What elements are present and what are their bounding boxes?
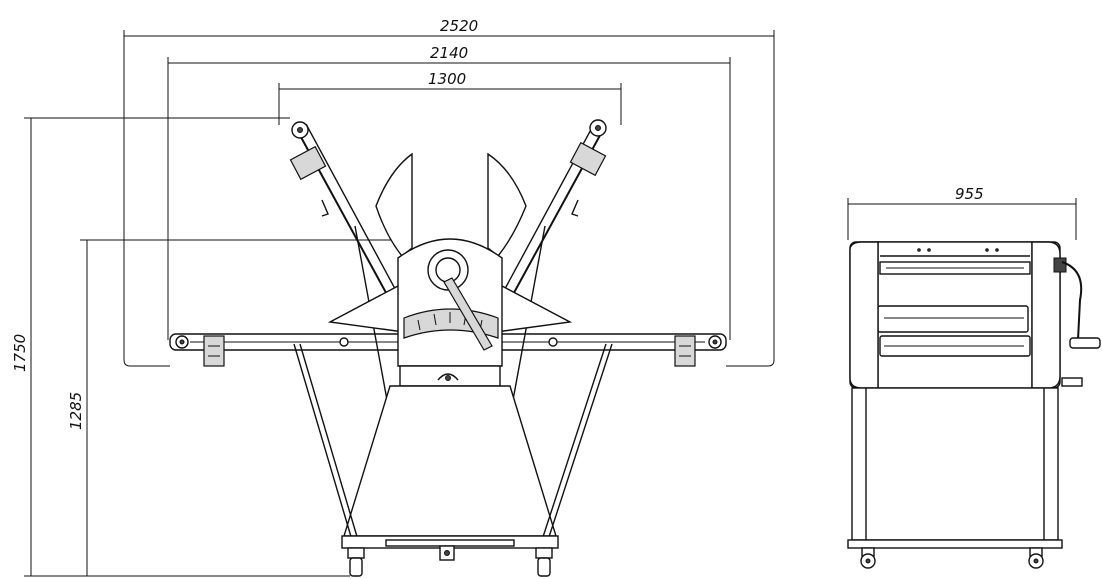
right-folding-arm xyxy=(499,119,607,401)
dim-label-955: 955 xyxy=(955,185,984,203)
dimension-table-height: 1285 xyxy=(67,239,400,576)
dimension-overall-height: 1750 xyxy=(11,117,350,577)
dim-label-2520: 2520 xyxy=(440,17,478,35)
side-guides xyxy=(327,152,573,333)
front-view xyxy=(169,119,727,577)
dimension-overall-width: 2520 xyxy=(123,17,775,367)
dimension-side-depth: 955 xyxy=(847,185,1077,240)
dimension-belt-width: 2140 xyxy=(167,44,731,340)
stand-frame xyxy=(293,343,613,561)
dim-label-1750: 1750 xyxy=(11,334,29,372)
side-view xyxy=(847,241,1101,569)
left-folding-arm xyxy=(289,121,401,401)
dim-label-1300: 1300 xyxy=(428,70,466,88)
dimension-inner-width: 1300 xyxy=(278,70,622,125)
side-casters xyxy=(860,547,1044,569)
front-casters xyxy=(347,547,553,577)
roller-housing xyxy=(397,238,503,387)
crank-handle-icon xyxy=(1053,257,1101,387)
dim-label-1285: 1285 xyxy=(67,392,85,430)
dim-label-2140: 2140 xyxy=(430,44,468,62)
